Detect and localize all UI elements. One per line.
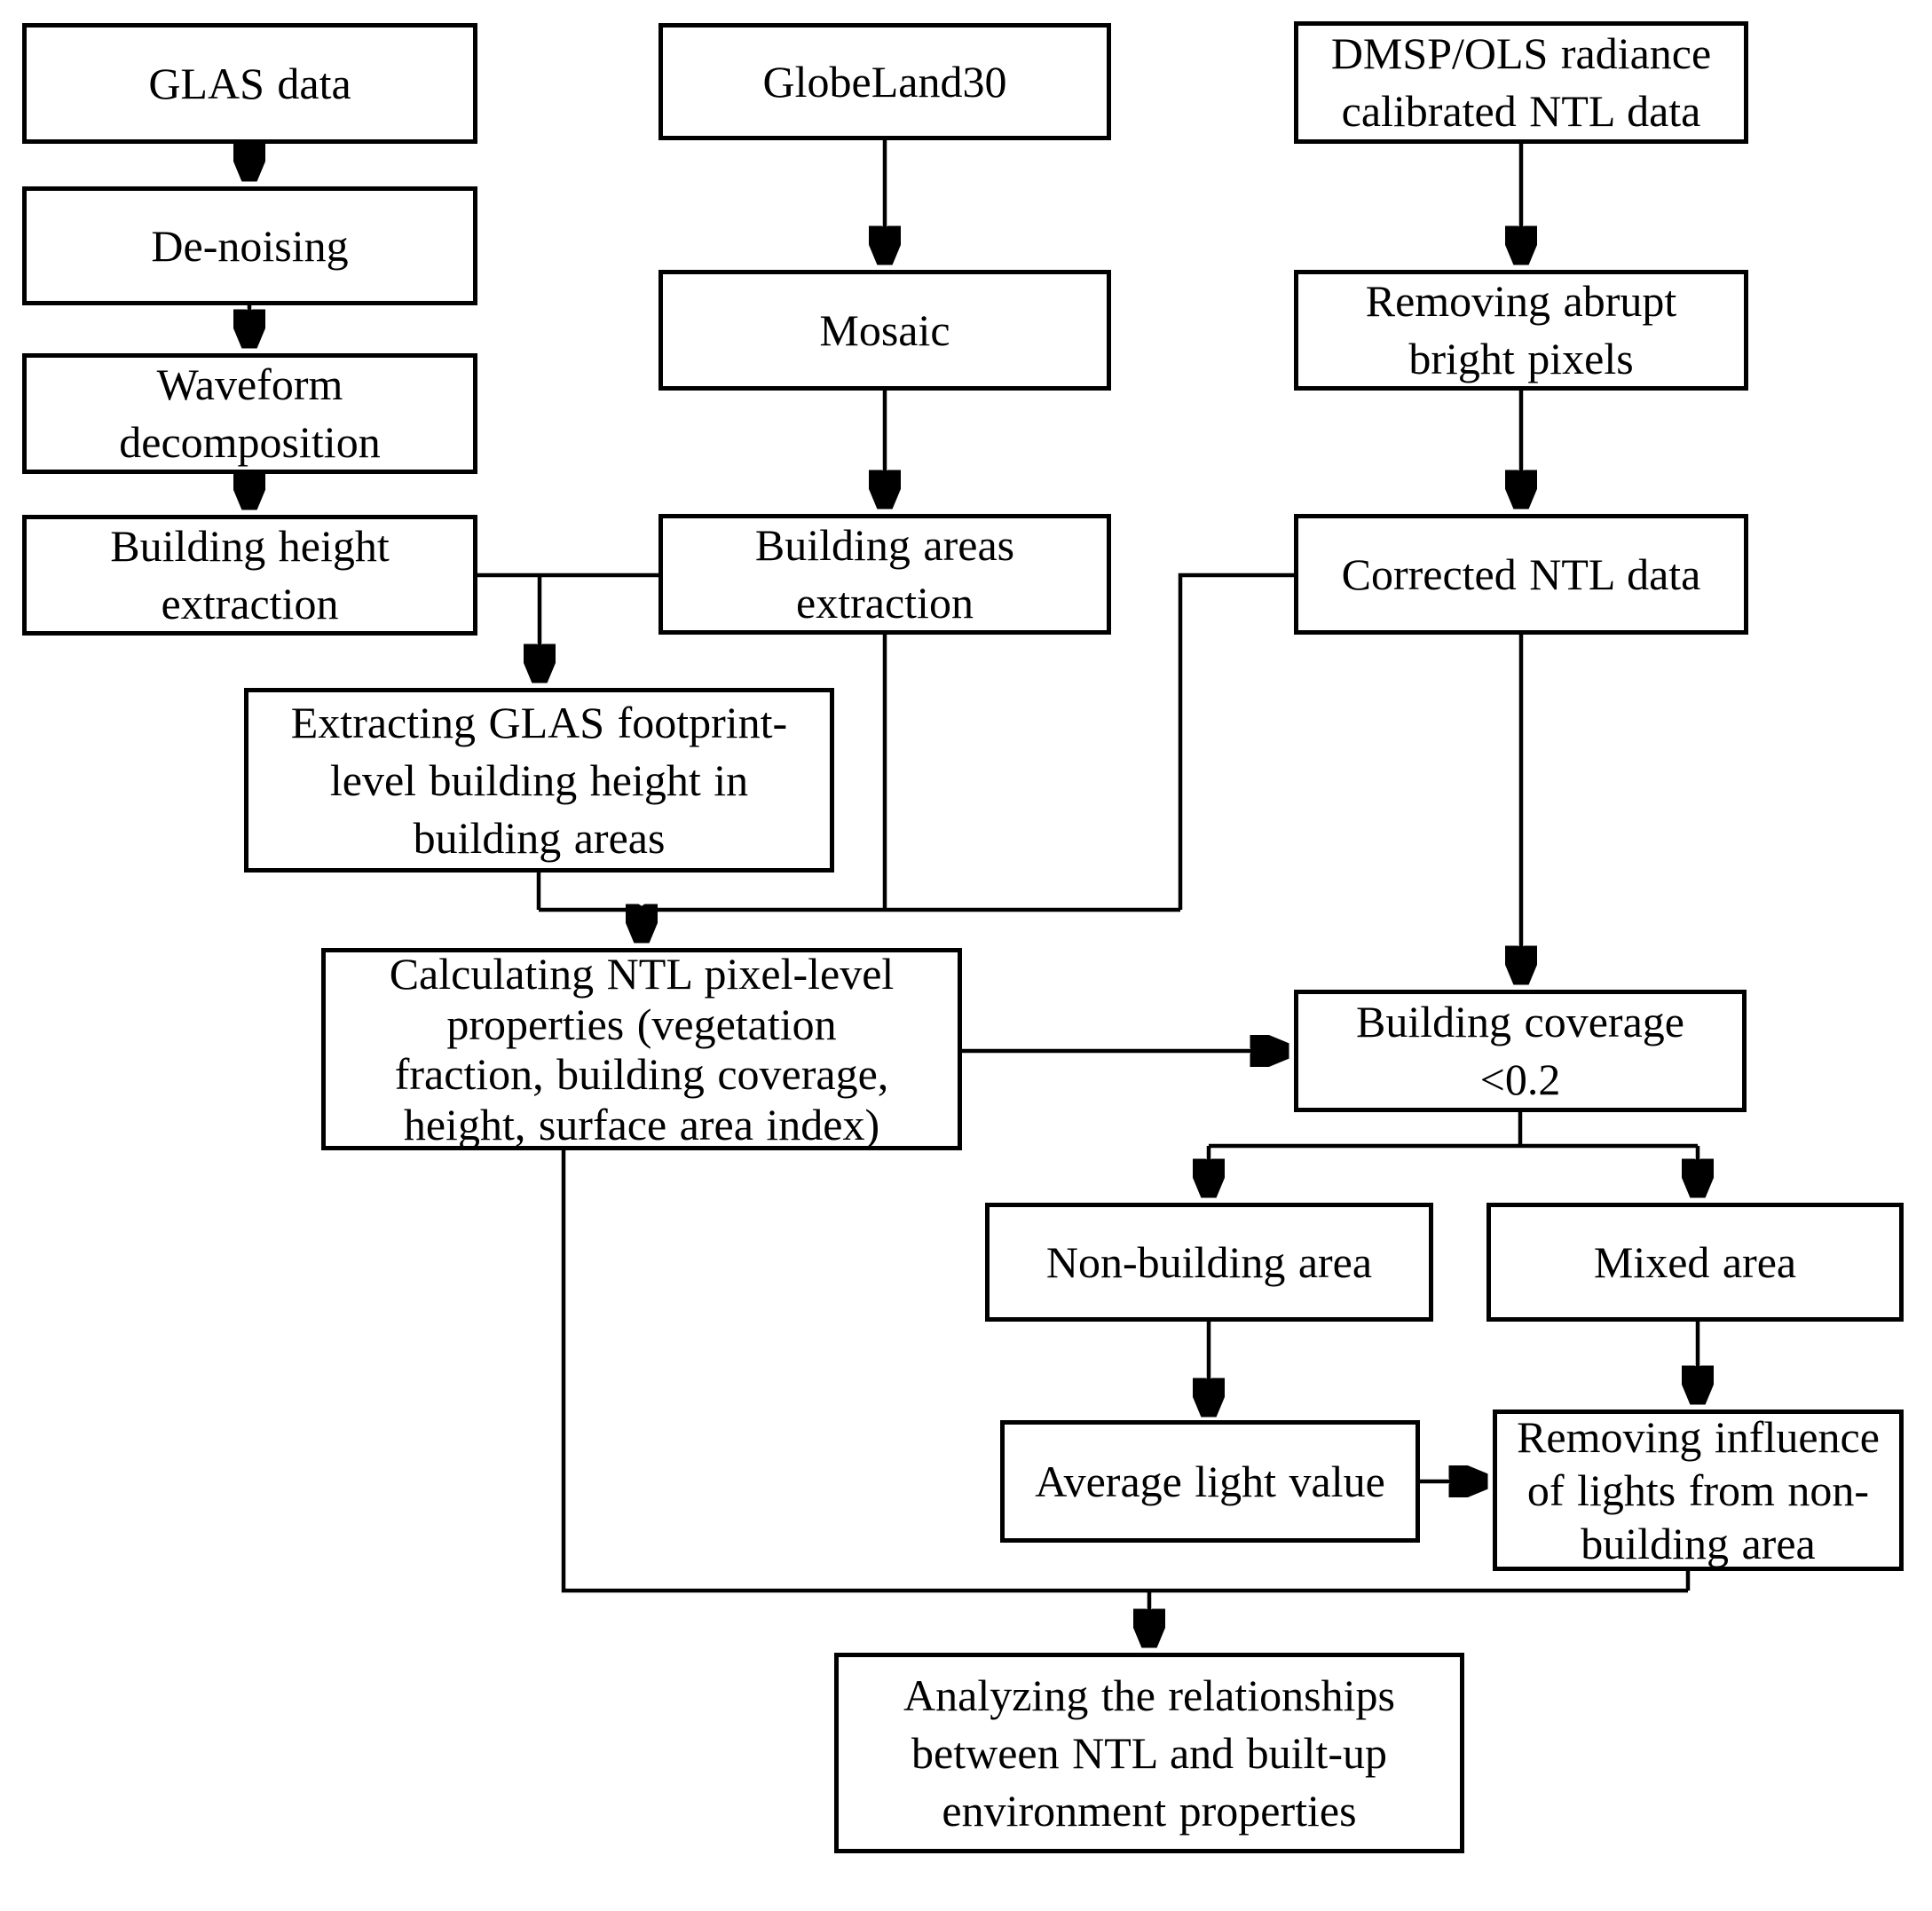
node-label: properties (vegetation: [446, 999, 837, 1049]
node-non-building-area: Non-building area: [985, 1203, 1433, 1322]
node-label: decomposition: [119, 417, 381, 467]
node-label: environment properties: [942, 1785, 1357, 1836]
node-label: Calculating NTL pixel-level: [389, 949, 895, 999]
node-label: between NTL and built-up: [911, 1727, 1387, 1778]
node-label: Removing influence: [1517, 1412, 1880, 1462]
node-calculating-ntl-pixel-properties: Calculating NTL pixel-level properties (…: [321, 948, 962, 1150]
node-average-light-value: Average light value: [1000, 1420, 1420, 1543]
node-dmsp-ols-ntl-data: DMSP/OLS radiance calibrated NTL data: [1294, 21, 1748, 144]
node-waveform-decomposition: Waveform decomposition: [22, 353, 477, 474]
node-label: <0.2: [1479, 1054, 1561, 1104]
node-building-coverage-threshold: Building coverage <0.2: [1294, 990, 1747, 1112]
node-label: DMSP/OLS radiance: [1330, 28, 1712, 78]
node-label: calibrated NTL data: [1341, 86, 1701, 136]
node-label: bright pixels: [1408, 334, 1634, 383]
node-removing-influence-of-lights: Removing influence of lights from non- b…: [1493, 1410, 1904, 1571]
node-label: Building areas: [754, 520, 1015, 570]
node-analyzing-relationships: Analyzing the relationships between NTL …: [834, 1653, 1464, 1853]
node-mixed-area: Mixed area: [1486, 1203, 1904, 1322]
node-label: building area: [1581, 1519, 1816, 1568]
node-label: Average light value: [1035, 1456, 1385, 1506]
node-label: Mosaic: [819, 304, 950, 355]
node-label: Analyzing the relationships: [903, 1670, 1395, 1720]
node-building-areas-extraction: Building areas extraction: [658, 514, 1111, 635]
node-label: Corrected NTL data: [1341, 549, 1701, 599]
node-de-noising: De-noising: [22, 186, 477, 305]
node-label: Removing abrupt: [1365, 276, 1677, 326]
node-label: height, surface area index): [403, 1099, 880, 1149]
node-extracting-glas-footprint-height: Extracting GLAS footprint- level buildin…: [244, 688, 834, 873]
drop-corrected-to-bus: [1178, 573, 1294, 910]
node-removing-abrupt-bright-pixels: Removing abrupt bright pixels: [1294, 270, 1748, 391]
node-label: Waveform: [156, 359, 343, 409]
node-label: fraction, building coverage,: [394, 1049, 889, 1099]
bus-calculating-to-analyzing: [561, 1150, 1688, 1593]
node-label: building areas: [413, 812, 666, 863]
node-label: Building height: [110, 521, 390, 571]
node-label: Mixed area: [1593, 1236, 1797, 1287]
node-label: extraction: [161, 579, 339, 628]
node-globeland30: GlobeLand30: [658, 23, 1111, 140]
node-label: GlobeLand30: [762, 56, 1007, 107]
node-label: GLAS data: [148, 58, 351, 108]
node-glas-data: GLAS data: [22, 23, 477, 144]
node-label: De-noising: [151, 220, 349, 271]
node-corrected-ntl-data: Corrected NTL data: [1294, 514, 1748, 635]
node-label: Extracting GLAS footprint-: [290, 697, 788, 747]
node-label: level building height in: [329, 754, 749, 805]
node-label: Non-building area: [1045, 1236, 1373, 1287]
node-mosaic: Mosaic: [658, 270, 1111, 391]
node-label: of lights from non-: [1526, 1465, 1870, 1515]
node-building-height-extraction: Building height extraction: [22, 515, 477, 636]
node-label: Building coverage: [1356, 997, 1684, 1046]
node-label: extraction: [796, 578, 974, 628]
